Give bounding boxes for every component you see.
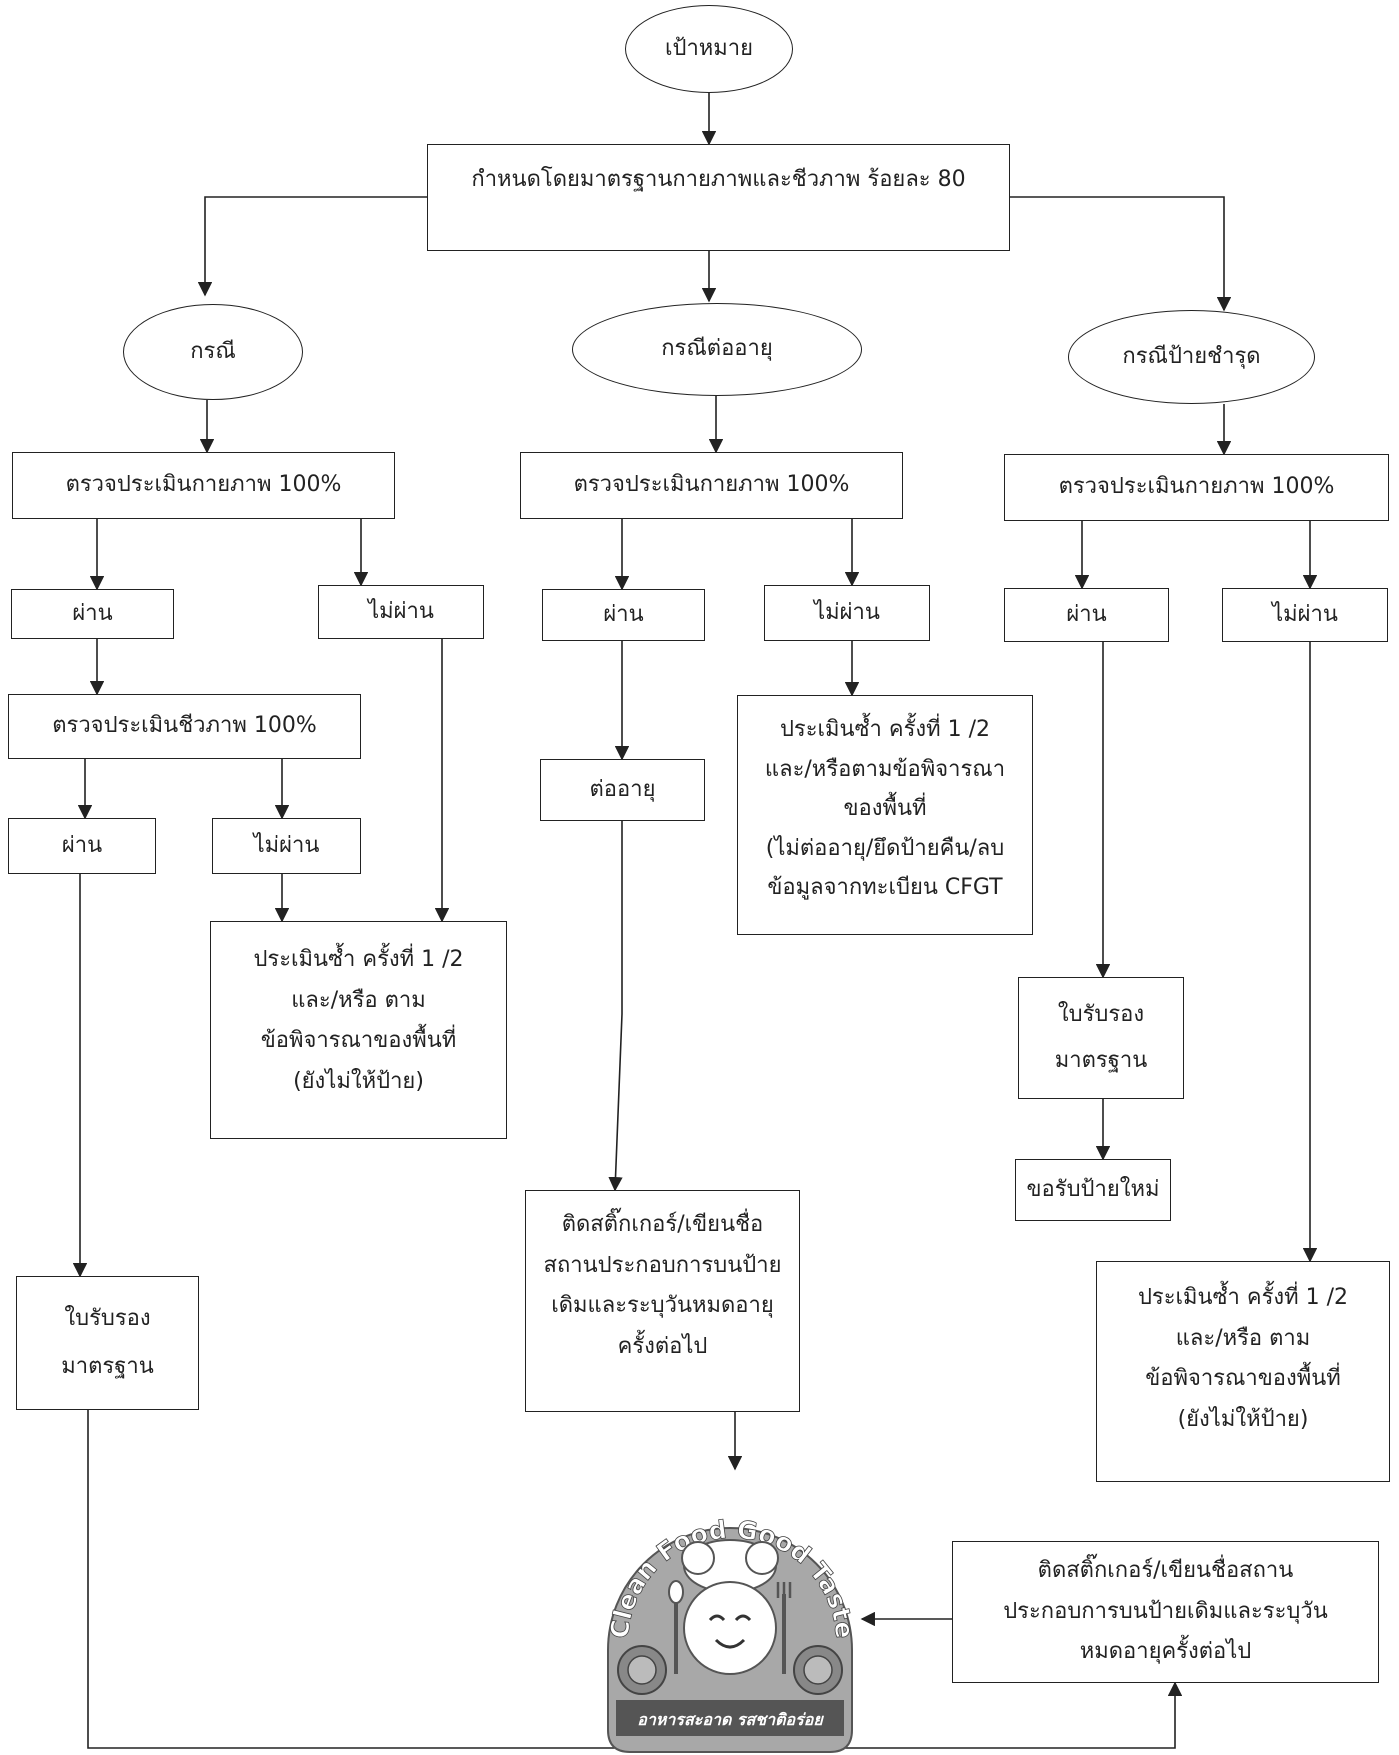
node-sticker-renew-line-3: เดิมและระบุวันหมดอายุ	[551, 1293, 774, 1319]
node-reassess-new-line-3: ข้อพิจารณาของพื้นที่	[260, 1028, 457, 1054]
node-phys-renew-label: ตรวจประเมินกายภาพ 100%	[573, 472, 850, 498]
node-reassess-renew-line-5: ข้อมูลจากทะเบียน CFGT	[767, 875, 1003, 901]
node-case-damaged: กรณีป้ายชำรุด	[1068, 310, 1315, 404]
node-reassess-damaged-line-3: ข้อพิจารณาของพื้นที่	[1145, 1366, 1341, 1392]
node-sticker-renew: ติดสติ๊กเกอร์/เขียนชื่อ สถานประกอบการบนป…	[525, 1190, 800, 1412]
node-reassess-new-line-1: ประเมินซ้ำ ครั้งที่ 1 /2	[253, 947, 464, 972]
node-sticker-cert-line-3: หมดอายุครั้งต่อไป	[1079, 1639, 1252, 1665]
node-sticker-cert-line-2: ประกอบการบนป้ายเดิมและระบุวัน	[1003, 1598, 1328, 1624]
node-reassess-renew-line-3: ของพื้นที่	[843, 796, 927, 822]
node-reassess-renew: ประเมินซ้ำ ครั้งที่ 1 /2 และ/หรือตามข้อพ…	[737, 695, 1033, 935]
node-fail-damaged-label: ไม่ผ่าน	[1272, 601, 1338, 627]
node-bio-pass-label: ผ่าน	[61, 832, 103, 858]
node-sticker-cert-line-1: ติดสติ๊กเกอร์/เขียนชื่อสถาน	[1037, 1557, 1294, 1583]
node-case-new-label: กรณี	[190, 338, 236, 364]
node-bio-fail: ไม่ผ่าน	[212, 818, 361, 874]
node-reassess-damaged-line-1: ประเมินซ้ำ ครั้งที่ 1 /2	[1137, 1285, 1349, 1310]
node-reassess-damaged-line-4: (ยังไม่ให้ป้าย)	[1177, 1407, 1309, 1433]
node-cert-damaged-line-2: มาตรฐาน	[1054, 1048, 1148, 1073]
node-bio-new-label: ตรวจประเมินชีวภาพ 100%	[52, 713, 317, 739]
node-bio-new: ตรวจประเมินชีวภาพ 100%	[8, 694, 361, 759]
node-renew-action-label: ต่ออายุ	[589, 776, 656, 802]
node-phys-renew: ตรวจประเมินกายภาพ 100%	[520, 452, 903, 519]
node-goal-label: เป้าหมาย	[664, 35, 754, 61]
logo-banner	[616, 1700, 844, 1736]
node-reassess-new: ประเมินซ้ำ ครั้งที่ 1 /2 และ/หรือ ตาม ข้…	[210, 921, 507, 1139]
node-phys-damaged-label: ตรวจประเมินกายภาพ 100%	[1058, 474, 1335, 500]
node-pass-new: ผ่าน	[11, 589, 174, 639]
node-cert-new-line-2: มาตรฐาน	[61, 1354, 154, 1379]
node-reassess-renew-line-4: (ไม่ต่ออายุ/ยึดป้ายคืน/ลบ	[765, 835, 1005, 861]
node-reassess-new-line-4: (ยังไม่ให้ป้าย)	[293, 1069, 424, 1095]
node-sticker-cert: ติดสติ๊กเกอร์/เขียนชื่อสถาน ประกอบการบนป…	[952, 1541, 1379, 1683]
node-sticker-renew-line-2: สถานประกอบการบนป้าย	[543, 1252, 782, 1278]
node-criteria-label: กำหนดโดยมาตรฐานกายภาพและชีวภาพ ร้อยละ 80	[471, 167, 966, 192]
arrow-criteria-case-new	[197, 196, 427, 297]
clean-food-good-taste-logo: Clean Food Good Taste อาหารสะอาด รสชาติอ…	[604, 1514, 860, 1753]
node-case-renew-label: กรณีต่ออายุ	[661, 336, 773, 362]
node-new-sign: ขอรับป้ายใหม่	[1015, 1159, 1171, 1221]
logo-banner-text: อาหารสะอาด รสชาติอร่อย	[637, 1710, 824, 1729]
node-fail-renew-label: ไม่ผ่าน	[814, 599, 880, 625]
node-pass-new-label: ผ่าน	[72, 600, 113, 626]
node-pass-renew-label: ผ่าน	[603, 601, 644, 627]
node-case-renew: กรณีต่ออายุ	[572, 303, 862, 396]
node-pass-damaged-label: ผ่าน	[1066, 601, 1107, 627]
node-sticker-renew-line-1: ติดสติ๊กเกอร์/เขียนชื่อ	[561, 1212, 764, 1237]
arrow-criteria-case-damaged	[1010, 196, 1232, 312]
node-phys-new-label: ตรวจประเมินกายภาพ 100%	[65, 472, 342, 498]
seal-right-icon	[793, 1645, 843, 1695]
node-reassess-renew-line-1: ประเมินซ้ำ ครั้งที่ 1 /2	[779, 717, 991, 742]
node-fail-renew: ไม่ผ่าน	[764, 585, 930, 641]
node-phys-new: ตรวจประเมินกายภาพ 100%	[12, 452, 395, 519]
node-sticker-renew-line-4: ครั้งต่อไป	[617, 1334, 708, 1360]
node-fail-damaged: ไม่ผ่าน	[1222, 588, 1388, 642]
node-pass-damaged: ผ่าน	[1004, 588, 1169, 642]
node-cert-damaged: ใบรับรอง มาตรฐาน	[1018, 977, 1184, 1099]
node-reassess-damaged: ประเมินซ้ำ ครั้งที่ 1 /2 และ/หรือ ตาม ข้…	[1096, 1261, 1390, 1482]
node-cert-damaged-line-1: ใบรับรอง	[1057, 1001, 1145, 1027]
node-renew-action: ต่ออายุ	[540, 759, 705, 821]
node-reassess-renew-line-2: และ/หรือตามข้อพิจารณา	[764, 756, 1006, 782]
node-fail-new-label: ไม่ผ่าน	[368, 598, 434, 624]
chef-mascot-icon	[668, 1539, 792, 1675]
node-criteria: กำหนดโดยมาตรฐานกายภาพและชีวภาพ ร้อยละ 80	[427, 144, 1010, 251]
node-new-sign-label: ขอรับป้ายใหม่	[1026, 1176, 1160, 1202]
node-fail-new: ไม่ผ่าน	[318, 585, 484, 639]
node-bio-pass: ผ่าน	[8, 818, 156, 874]
node-pass-renew: ผ่าน	[542, 589, 705, 641]
node-cert-new-line-1: ใบรับรอง	[64, 1305, 151, 1331]
node-case-damaged-label: กรณีป้ายชำรุด	[1122, 343, 1261, 369]
arrow-renew-action-sticker	[608, 821, 623, 1192]
node-cert-new: ใบรับรอง มาตรฐาน	[16, 1276, 199, 1410]
node-bio-fail-label: ไม่ผ่าน	[253, 832, 320, 858]
node-reassess-new-line-2: และ/หรือ ตาม	[291, 987, 426, 1013]
node-phys-damaged: ตรวจประเมินกายภาพ 100%	[1004, 454, 1389, 521]
node-goal: เป้าหมาย	[625, 5, 793, 93]
node-case-new: กรณี	[123, 304, 303, 400]
node-reassess-damaged-line-2: และ/หรือ ตาม	[1175, 1325, 1311, 1351]
seal-left-icon	[617, 1645, 667, 1695]
